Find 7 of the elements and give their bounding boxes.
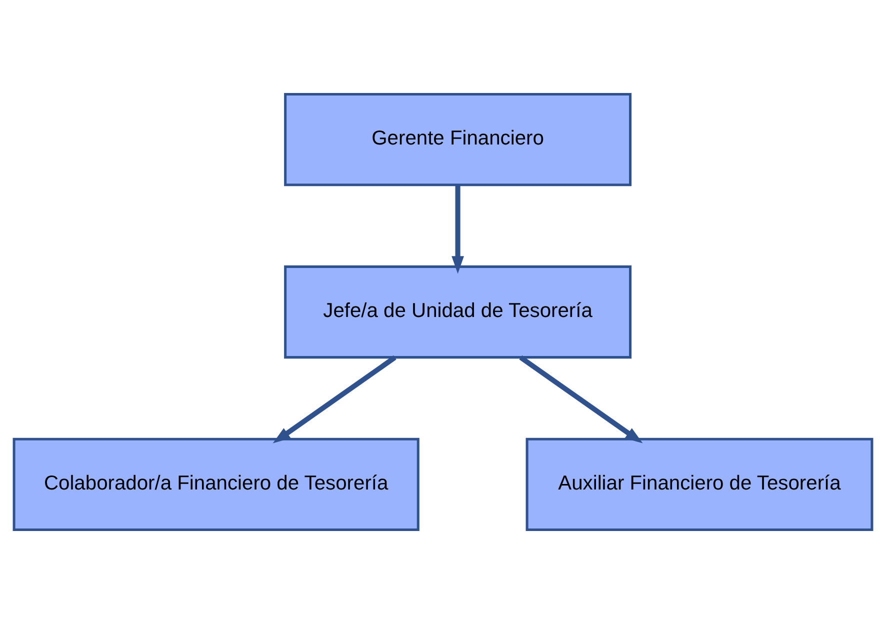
arrow xyxy=(272,354,396,443)
node-box: Gerente Financiero xyxy=(284,92,632,186)
node-box: Auxiliar Financiero de Tesorería xyxy=(525,437,873,531)
arrow xyxy=(451,184,464,274)
node-box: Jefe/a de Unidad de Tesorería xyxy=(284,264,632,358)
arrow xyxy=(518,354,642,443)
node-box: Colaborador/a Financiero de Tesorería xyxy=(12,437,419,531)
